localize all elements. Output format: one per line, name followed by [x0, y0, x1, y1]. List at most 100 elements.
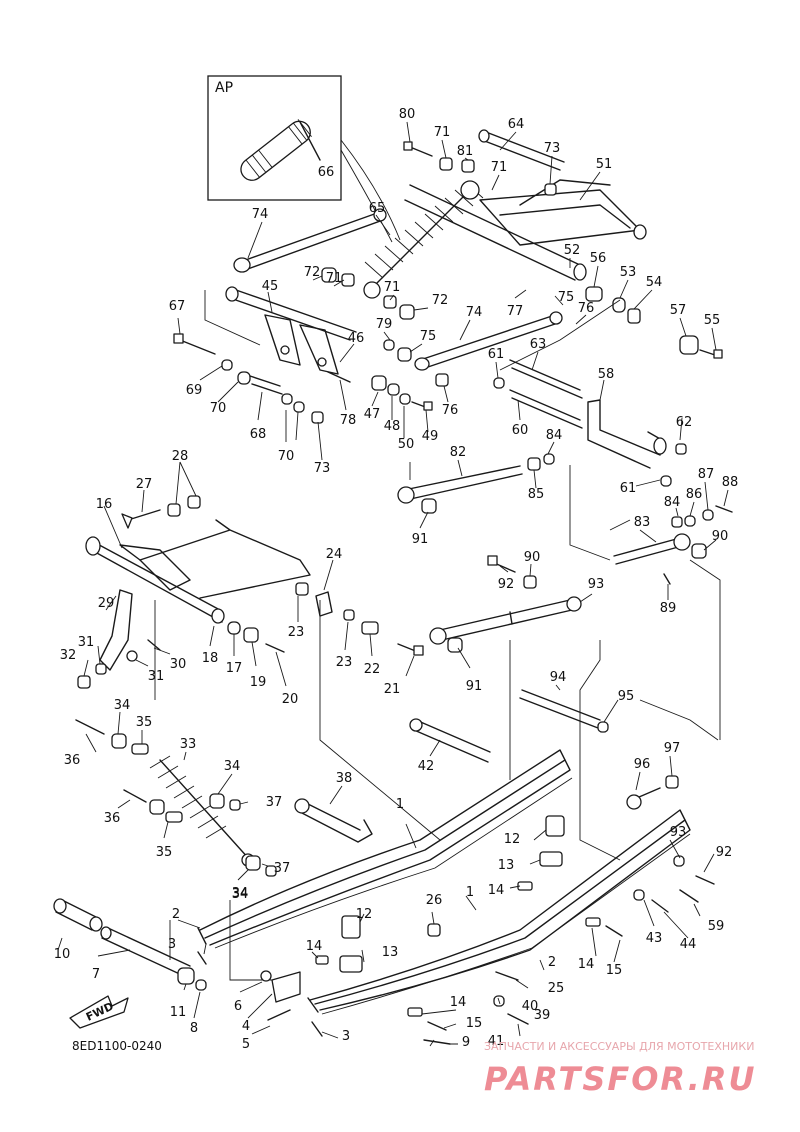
callout-32: 32 — [60, 648, 77, 663]
nut-54 — [627, 308, 641, 324]
slider-13b — [339, 955, 363, 973]
shaft-94 — [519, 689, 601, 729]
callout-37: 37 — [266, 795, 283, 810]
bolt-27 — [127, 509, 161, 521]
collar-85 — [527, 457, 541, 471]
bolt-25 — [495, 971, 519, 981]
link-83 — [613, 537, 683, 565]
clip-14b — [315, 955, 329, 965]
callout-71: 71 — [326, 271, 343, 286]
pin-68 — [249, 375, 283, 395]
bolt-39 — [507, 1013, 529, 1025]
collar-22 — [361, 621, 379, 635]
collar-91a — [421, 498, 437, 514]
callout-53: 53 — [620, 265, 637, 280]
callout-64: 64 — [508, 117, 525, 132]
rear-arm-45 — [225, 286, 357, 375]
callout-73: 73 — [544, 141, 561, 156]
ap-inset-label: AP — [215, 80, 233, 96]
washer-79 — [383, 339, 395, 351]
callout-46: 46 — [348, 331, 365, 346]
callout-49: 49 — [422, 429, 439, 444]
callout-89: 89 — [660, 601, 677, 616]
callout-23: 23 — [288, 625, 305, 640]
callout-55: 55 — [704, 313, 721, 328]
washer-61b — [660, 475, 672, 487]
callout-11: 11 — [170, 1005, 187, 1020]
bushing-47 — [371, 375, 387, 391]
callout-leaders — [57, 121, 729, 1047]
nut-28b — [187, 495, 201, 509]
callout-39: 39 — [534, 1008, 551, 1023]
collar-73b — [311, 411, 324, 424]
washer-43 — [633, 889, 645, 901]
front-arm-assembly — [75, 495, 679, 877]
callout-34: 34 — [224, 759, 241, 774]
washer-69 — [221, 359, 233, 371]
callout-4: 4 — [242, 1019, 250, 1034]
callout-57: 57 — [670, 303, 687, 318]
slide-rail-right — [307, 809, 691, 1015]
callout-90: 90 — [524, 550, 541, 565]
callout-31: 31 — [78, 635, 95, 650]
callout-43: 43 — [646, 931, 663, 946]
slide-rail-left — [197, 749, 573, 949]
bushing-71d — [383, 295, 397, 309]
slider-12a — [545, 815, 565, 837]
callout-54: 54 — [646, 275, 663, 290]
washer-84a — [543, 453, 555, 465]
callout-31: 31 — [148, 669, 165, 684]
bolt-67 — [179, 339, 216, 355]
callout-75: 75 — [420, 329, 437, 344]
bolt-9 — [423, 1039, 451, 1045]
callout-9: 9 — [462, 1035, 470, 1050]
callout-21: 21 — [384, 682, 401, 697]
bolt-30 — [147, 639, 161, 651]
callout-52: 52 — [564, 243, 581, 258]
callout-92: 92 — [498, 577, 515, 592]
callout-41: 41 — [488, 1034, 505, 1049]
callout-48: 48 — [384, 419, 401, 434]
callout-66: 66 — [318, 165, 335, 180]
callout-76: 76 — [578, 301, 595, 316]
collar-91b — [447, 637, 463, 653]
inset-pointer — [340, 139, 401, 243]
watermark-brand: PARTSFOR.RU — [484, 1060, 756, 1098]
callout-22: 22 — [364, 662, 381, 677]
nut-28a — [167, 503, 181, 517]
callout-14: 14 — [306, 939, 323, 954]
washer-93b — [673, 855, 685, 867]
callout-93: 93 — [588, 577, 605, 592]
callout-71: 71 — [491, 160, 508, 175]
callout-91: 91 — [466, 679, 483, 694]
callout-58: 58 — [598, 367, 615, 382]
bolt-36b — [123, 789, 147, 803]
collar-73 — [544, 183, 557, 196]
spacer-35a — [131, 743, 149, 755]
rear-mount-58 — [509, 359, 667, 469]
callout-73: 73 — [314, 461, 331, 476]
callout-92: 92 — [716, 845, 733, 860]
shaft-7 — [101, 927, 191, 977]
callout-1: 1 — [466, 885, 474, 900]
washer-87 — [702, 509, 714, 521]
callout-87: 87 — [698, 467, 715, 482]
callout-83: 83 — [634, 515, 651, 530]
callout-1: 1 — [396, 797, 404, 812]
callout-56: 56 — [590, 251, 607, 266]
shaft-38 — [299, 799, 373, 843]
rod-74-lower — [419, 314, 559, 369]
callout-80: 80 — [399, 107, 416, 122]
shock-boot-part — [240, 119, 312, 181]
callout-44: 44 — [680, 937, 697, 952]
collar-84b — [671, 516, 683, 528]
shock-absorber-65 — [363, 180, 484, 299]
callout-86: 86 — [686, 487, 703, 502]
slider-12b — [341, 915, 361, 939]
callout-3: 3 — [168, 937, 176, 952]
callout-8: 8 — [190, 1021, 198, 1036]
callout-84: 84 — [664, 495, 681, 510]
callout-51: 51 — [596, 157, 613, 172]
callout-72: 72 — [432, 293, 449, 308]
